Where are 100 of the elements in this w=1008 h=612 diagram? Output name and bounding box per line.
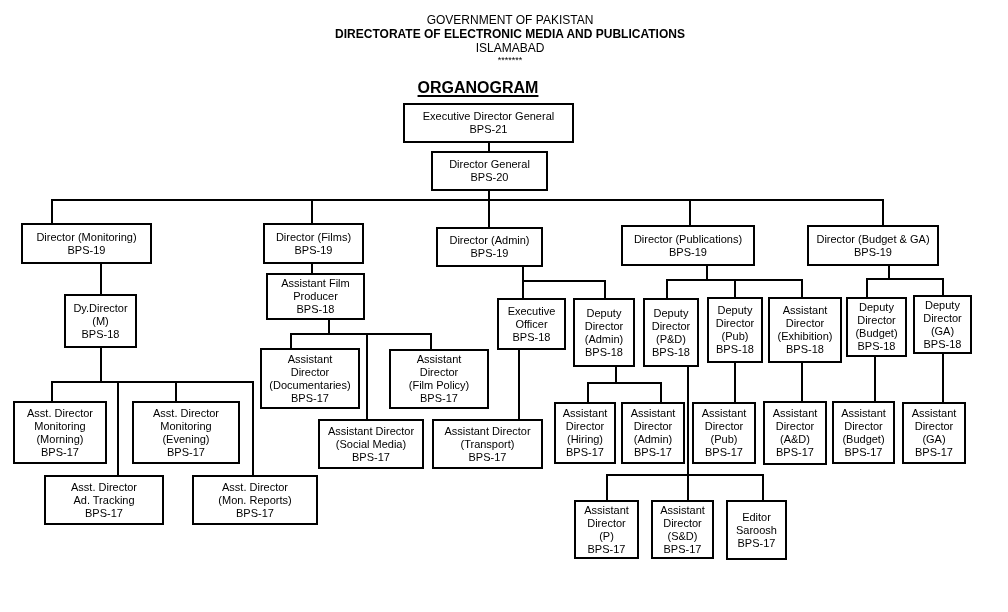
position-title: Assistant Director (GA) — [910, 407, 958, 446]
position-title: Executive Director General — [422, 110, 555, 123]
pay-scale-label: BPS-17 — [41, 445, 79, 459]
pay-scale-label: BPS-18 — [857, 340, 896, 353]
connector-line — [734, 362, 736, 403]
diagram-title: ORGANOGRAM — [417, 79, 539, 97]
pay-scale-label: BPS-18 — [296, 303, 335, 316]
connector-line — [706, 265, 803, 298]
pay-scale-label: BPS-18 — [512, 330, 551, 344]
position-box — [726, 500, 787, 560]
position-box — [643, 298, 699, 367]
position-title: Assistant Film Producer — [280, 277, 351, 303]
pay-scale-label: BPS-19 — [294, 243, 333, 257]
position-title: Assistant Director (Budget) — [840, 406, 887, 446]
position-title: Assistant Director (S&D) — [659, 503, 706, 543]
pay-scale-label: BPS-17 — [587, 542, 626, 556]
position-title: Editor Saroosh — [735, 510, 778, 537]
pay-scale-label: BPS-17 — [663, 542, 702, 556]
position-box — [21, 223, 152, 264]
position-box — [132, 401, 240, 464]
connector-line — [100, 263, 102, 295]
position-title: Deputy Director (GA) — [922, 298, 963, 338]
position-title: Assistant Director (Documentaries) — [268, 352, 352, 392]
position-box — [436, 227, 543, 267]
position-box — [389, 349, 489, 409]
position-box — [574, 500, 639, 559]
pay-scale-label: BPS-19 — [470, 247, 509, 260]
pay-scale-label: BPS-17 — [844, 445, 883, 459]
position-title: Assistant Director (Hiring) — [561, 407, 609, 446]
connector-line — [518, 349, 520, 420]
pay-scale-label: BPS-17 — [85, 506, 123, 520]
pay-scale-label: BPS-17 — [167, 445, 205, 459]
position-box — [621, 402, 685, 464]
position-title: Deputy Director (Admin) — [583, 306, 625, 346]
position-title: Assistant Director (Exhibition) — [776, 304, 834, 343]
pay-scale-label: BPS-18 — [585, 345, 623, 359]
pay-scale-label: BPS-17 — [566, 446, 604, 459]
pay-scale-label: BPS-19 — [854, 245, 892, 259]
position-box — [807, 225, 939, 266]
pay-scale-label: BPS-18 — [923, 337, 962, 351]
position-title: Deputy Director (Pub) — [714, 304, 756, 343]
city-heading: ISLAMABAD — [475, 42, 545, 54]
position-title: Assistant Director (Admin) — [629, 407, 677, 446]
position-title: Assistant Director (P) — [583, 503, 630, 543]
position-title: Director (Films) — [275, 230, 352, 244]
position-box — [64, 294, 137, 348]
pay-scale-label: BPS-17 — [236, 506, 274, 520]
pay-scale-label: BPS-18 — [652, 345, 690, 359]
position-title: Director (Monitoring) — [36, 230, 137, 244]
pay-scale-label: BPS-17 — [737, 536, 776, 550]
position-box — [902, 402, 966, 464]
pay-scale-label: BPS-17 — [291, 391, 329, 405]
asterisk-divider: ******* — [497, 56, 523, 65]
pay-scale-label: BPS-17 — [915, 446, 953, 459]
government-heading: GOVERNMENT OF PAKISTAN — [426, 14, 594, 26]
position-title: Assistant Director (Pub) — [700, 407, 748, 446]
connector-line — [100, 347, 254, 476]
position-box — [913, 295, 972, 354]
position-title: Asst. Director Monitoring (Morning) — [26, 406, 94, 446]
position-box — [651, 500, 714, 559]
pay-scale-label: BPS-17 — [468, 450, 507, 464]
position-box — [432, 419, 543, 469]
position-title: Asst. Director Ad. Tracking — [70, 480, 138, 507]
position-title: Assistant Director (Film Policy) — [407, 353, 471, 392]
pay-scale-label: BPS-19 — [67, 243, 106, 257]
position-title: Deputy Director (Budget) — [854, 301, 899, 340]
connector-line — [311, 263, 313, 274]
position-title: Assistant Director (Social Media) — [326, 424, 416, 451]
pay-scale-label: BPS-18 — [716, 343, 754, 356]
position-title: Director (Admin) — [449, 234, 530, 247]
connector-line — [522, 266, 606, 299]
pay-scale-label: BPS-17 — [705, 446, 743, 459]
position-box — [431, 151, 548, 191]
position-box — [692, 402, 756, 464]
pay-scale-label: BPS-18 — [81, 327, 120, 341]
position-box — [621, 225, 755, 266]
pay-scale-label: BPS-19 — [669, 245, 707, 259]
pay-scale-label: BPS-17 — [352, 450, 390, 464]
position-box — [260, 348, 360, 409]
connector-line — [488, 142, 490, 152]
position-box — [318, 419, 424, 469]
pay-scale-label: BPS-20 — [470, 171, 509, 184]
position-box — [13, 401, 107, 464]
position-box — [763, 401, 827, 465]
connector-line — [942, 353, 944, 403]
position-title: Executive Officer — [506, 304, 557, 331]
position-box — [768, 297, 842, 363]
position-title: Assistant Director (A&D) — [771, 407, 819, 446]
position-title: Asst. Director (Mon. Reports) — [217, 480, 293, 507]
position-box — [44, 475, 164, 525]
position-title: Dy.Director (M) — [72, 301, 129, 328]
pay-scale-label: BPS-17 — [420, 392, 458, 405]
connector-line — [801, 362, 803, 402]
position-title: Deputy Director (P&D) — [650, 306, 692, 346]
position-box — [707, 297, 763, 363]
position-box — [573, 298, 635, 367]
position-title: Director General — [449, 158, 530, 171]
position-box — [846, 297, 907, 357]
position-title: Asst. Director Monitoring (Evening) — [152, 406, 220, 446]
pay-scale-label: BPS-17 — [634, 446, 672, 459]
